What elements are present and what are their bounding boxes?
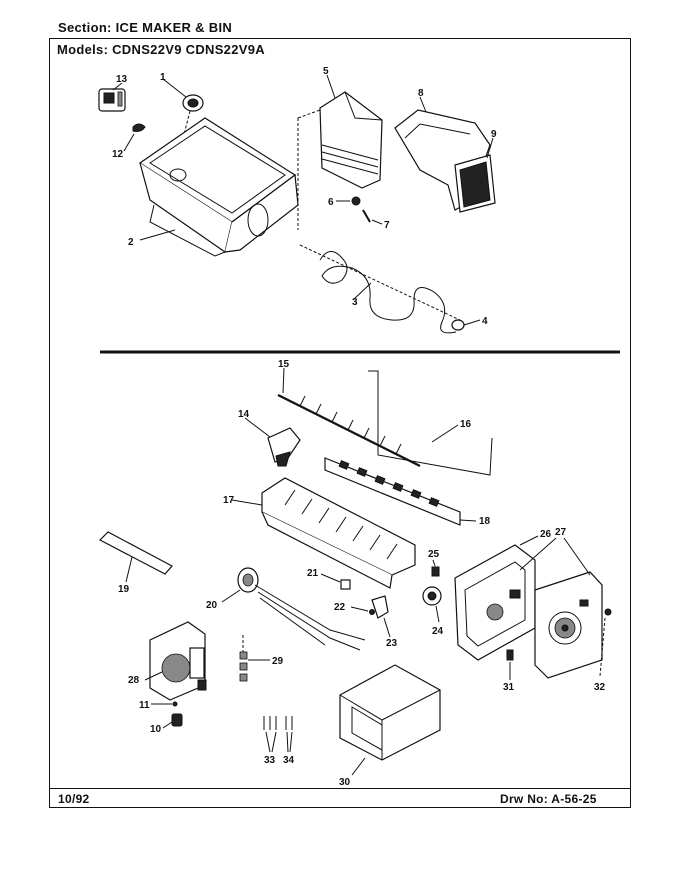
part-32-screw: [599, 608, 612, 677]
callout-21: 21: [307, 568, 319, 579]
part-5-chute: [297, 74, 383, 230]
callout-17: 17: [223, 495, 235, 506]
callout-27: 27: [555, 527, 567, 538]
callout-3: 3: [352, 297, 358, 308]
part-6-grommet: [336, 196, 361, 206]
callout-31: 31: [503, 682, 515, 693]
part-28-water-valve: [144, 621, 207, 701]
part-4-plug: [451, 319, 481, 331]
callout-23: 23: [386, 638, 398, 649]
part-29-fittings: [239, 635, 270, 682]
part-26-housing: [454, 535, 539, 661]
part-14-bracket: [244, 417, 301, 467]
part-23-bracket: [371, 595, 391, 638]
callout-2: 2: [128, 237, 134, 248]
part-13-control: [98, 82, 126, 112]
part-31-screw: [506, 649, 514, 680]
part-17-mold: [231, 477, 416, 589]
part-33-34-screws: [263, 716, 293, 753]
callout-22: 22: [334, 602, 346, 613]
part-3-heater: [299, 244, 461, 334]
revision-date: 10/92: [58, 792, 90, 806]
part-27-drive-plate: [519, 537, 603, 679]
footer-rule: [49, 788, 631, 789]
callout-14: 14: [238, 409, 250, 420]
callout-20: 20: [206, 600, 218, 611]
callout-8: 8: [418, 88, 424, 99]
callout-labels: 1 2 3 4 5 6 7 8 9 10 11 12 13 14 15 16 1…: [112, 66, 606, 788]
callout-29: 29: [272, 656, 284, 667]
callout-19: 19: [118, 584, 130, 595]
part-9-pad: [454, 137, 496, 213]
part-16-shutoff-arm: [368, 370, 493, 476]
callout-16: 16: [460, 419, 472, 430]
part-24-motor: [422, 586, 442, 623]
part-19-fill-tube: [98, 531, 173, 583]
part-10-nut: [162, 713, 183, 729]
part-20-harness: [221, 567, 366, 651]
callout-18: 18: [479, 516, 491, 527]
part-7-screw: [362, 209, 383, 225]
callout-33: 33: [264, 755, 276, 766]
callout-5: 5: [323, 66, 329, 77]
callout-34: 34: [283, 755, 295, 766]
part-18-stripper: [324, 457, 477, 526]
part-11-screw: [151, 701, 178, 707]
callout-7: 7: [384, 220, 390, 231]
callout-11: 11: [139, 700, 150, 711]
diagram-frame: [49, 38, 631, 808]
callout-28: 28: [128, 675, 140, 686]
callout-6: 6: [328, 197, 334, 208]
part-2-ice-bin: [138, 117, 299, 257]
callout-24: 24: [432, 626, 444, 637]
callout-9: 9: [491, 129, 497, 140]
part-15-ejector: [277, 367, 421, 467]
callout-30: 30: [339, 777, 351, 788]
callout-15: 15: [278, 359, 290, 370]
models-line: Models: CDNS22V9 CDNS22V9A: [57, 42, 265, 57]
part-25-screw: [431, 559, 440, 577]
callout-32: 32: [594, 682, 606, 693]
callout-1: 1: [160, 72, 166, 83]
part-21-block: [320, 573, 351, 590]
callout-4: 4: [482, 316, 488, 327]
section-title: Section: ICE MAKER & BIN: [58, 20, 233, 35]
callout-10: 10: [150, 724, 162, 735]
callout-26: 26: [540, 529, 552, 540]
drawing-number: Drw No: A-56-25: [500, 792, 597, 806]
callout-12: 12: [112, 149, 124, 160]
callout-13: 13: [116, 74, 128, 85]
part-12-clip: [123, 123, 146, 152]
part-22-screw: [350, 606, 375, 615]
callout-25: 25: [428, 549, 440, 560]
part-30-cover: [339, 664, 441, 776]
